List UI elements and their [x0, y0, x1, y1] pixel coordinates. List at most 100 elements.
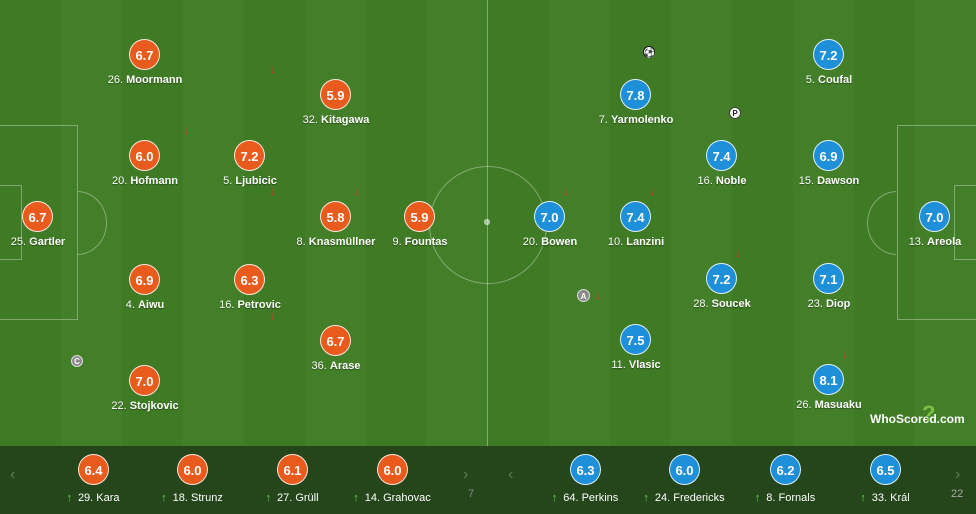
player-name: 4. Aiwu: [125, 299, 165, 311]
player-card[interactable]: ⚽ 7.8 7. Yarmolenko: [586, 46, 686, 134]
substitute-rating: 6.0: [177, 454, 208, 485]
player-rating: 5.9: [320, 79, 351, 110]
substitute-name: ↑64. Perkins: [551, 492, 619, 504]
substitute-rating: 6.0: [377, 454, 408, 485]
player-name: 8. Knasmüllner: [296, 236, 376, 248]
substitute-card[interactable]: 6.2 ↑8. Fornals: [735, 454, 835, 514]
substitute-rating: 6.3: [570, 454, 601, 485]
player-name: 15. Dawson: [798, 175, 860, 187]
bench-cutoff-text: 7: [468, 488, 475, 500]
player-name: 16. Petrovic: [219, 299, 281, 311]
player-rating: 6.3: [234, 264, 265, 295]
player-rating: 7.4: [706, 140, 737, 171]
player-card[interactable]: 6.9 4. Aiwu: [95, 263, 195, 319]
left-penalty-box: [0, 125, 78, 320]
player-rating: 7.0: [129, 365, 160, 396]
sub-off-arrow-icon: ↓: [649, 184, 655, 198]
sub-on-arrow-icon: ↑: [353, 492, 359, 504]
sub-off-arrow-icon: ↓: [563, 184, 569, 198]
player-rating: 7.2: [234, 140, 265, 171]
player-rating: 6.9: [813, 140, 844, 171]
substitute-card[interactable]: 6.0 ↑24. Fredericks: [634, 454, 734, 514]
substitute-rating: 6.5: [870, 454, 901, 485]
player-name: 25. Gartler: [10, 236, 66, 248]
player-card[interactable]: P 7.4 16. Noble: [672, 107, 772, 195]
player-name: 36. Arase: [311, 360, 361, 372]
substitute-card[interactable]: 6.1 ↑27. Grüll: [242, 454, 342, 514]
player-card[interactable]: C 7.0 22. Stojkovic: [71, 355, 195, 420]
player-name: 20. Hofmann: [111, 175, 179, 187]
center-spot: [484, 219, 490, 225]
sub-off-arrow-icon: ↓: [595, 288, 601, 302]
substitute-name: ↑27. Grüll: [265, 492, 319, 504]
player-name: 13. Areola: [908, 236, 962, 248]
sub-on-arrow-icon: ↑: [643, 492, 649, 504]
whoscored-logo: ? WhoScored.com: [870, 401, 965, 426]
player-rating: 7.2: [706, 263, 737, 294]
substitute-card[interactable]: 6.4 ↑29. Kara: [43, 454, 143, 514]
sub-on-arrow-icon: ↑: [551, 492, 558, 504]
sub-off-arrow-icon: ↓: [842, 347, 848, 361]
substitute-card[interactable]: 6.0 ↑18. Strunz: [142, 454, 242, 514]
substitute-name: ↑18. Strunz: [161, 492, 223, 504]
player-name: 10. Lanzini: [607, 236, 665, 248]
player-card[interactable]: ↓ 7.2 28. Soucek: [672, 247, 772, 318]
player-name: 5. Coufal: [805, 74, 853, 86]
player-card[interactable]: ↓ 5.9 9. Fountas: [354, 185, 470, 256]
player-rating: 6.7: [129, 39, 160, 70]
substitute-card[interactable]: 6.0 ↑14. Grahovac: [342, 454, 442, 514]
player-rating: 7.0: [534, 201, 565, 232]
sub-off-arrow-icon: ↓: [270, 308, 276, 322]
player-rating: 8.1: [813, 364, 844, 395]
player-name: 28. Soucek: [693, 298, 751, 310]
player-rating: 7.0: [919, 201, 950, 232]
player-name: 22. Stojkovic: [111, 400, 179, 412]
substitute-rating: 6.4: [78, 454, 109, 485]
player-name: 26. Masuaku: [796, 399, 862, 411]
player-rating: 7.2: [813, 39, 844, 70]
player-card[interactable]: 6.9 15. Dawson: [779, 139, 879, 195]
away-bench-prev-chevron-icon[interactable]: ‹: [508, 466, 514, 483]
sub-off-arrow-icon: ↓: [184, 123, 190, 137]
bench-cutoff-text: 22: [951, 488, 964, 500]
player-card[interactable]: 7.0 13. Areola: [885, 200, 976, 256]
away-bench-next-chevron-icon[interactable]: ›: [955, 466, 961, 483]
substitute-name: ↑29. Kara: [66, 492, 120, 504]
penalty-badge-icon: P: [729, 107, 741, 119]
captain-badge-icon: C: [71, 355, 83, 367]
home-bench-next-chevron-icon[interactable]: ›: [463, 466, 469, 483]
sub-on-arrow-icon: ↑: [265, 492, 271, 504]
player-card[interactable]: 7.1 23. Diop: [779, 262, 879, 318]
substitute-card[interactable]: 6.5 ↑33. Král: [835, 454, 935, 514]
player-card[interactable]: ↓ 6.7 36. Arase: [270, 309, 386, 380]
player-card[interactable]: ↓ 7.0 20. Bowen: [500, 185, 600, 256]
player-name: 11. Vlasic: [611, 359, 661, 371]
player-name: 32. Kitagawa: [302, 114, 370, 126]
player-card[interactable]: A ↓ 7.5 11. Vlasic: [577, 289, 686, 379]
player-card[interactable]: ↓ 8.1 26. Masuaku: [779, 348, 879, 419]
right-goal-box: [954, 185, 976, 260]
player-card[interactable]: ↓ 7.4 10. Lanzini: [586, 185, 686, 256]
player-card[interactable]: ↓ 7.2 5. Ljubicic: [184, 124, 300, 195]
sub-on-arrow-icon: ↑: [161, 492, 167, 504]
sub-on-arrow-icon: ↑: [860, 492, 866, 504]
player-rating: 5.8: [320, 201, 351, 232]
player-rating: 6.9: [129, 264, 160, 295]
substitute-name: ↑8. Fornals: [754, 492, 816, 504]
substitute-rating: 6.1: [277, 454, 308, 485]
player-name: 20. Bowen: [522, 236, 578, 248]
player-card[interactable]: 6.0 20. Hofmann: [95, 139, 195, 195]
right-penalty-box: [897, 125, 976, 320]
player-card[interactable]: 6.7 25. Gartler: [0, 200, 88, 256]
substitute-card[interactable]: 6.3 ↑64. Perkins: [535, 454, 635, 514]
player-rating: 6.7: [22, 201, 53, 232]
player-card[interactable]: 6.3 16. Petrovic: [200, 263, 300, 319]
player-card[interactable]: ↓ 5.8 8. Knasmüllner: [270, 185, 386, 256]
sub-on-arrow-icon: ↑: [66, 492, 72, 504]
player-card[interactable]: 6.7 26. Moormann: [95, 38, 195, 94]
player-card[interactable]: 7.2 5. Coufal: [779, 38, 879, 94]
player-card[interactable]: ↓ 5.9 32. Kitagawa: [270, 63, 386, 134]
sub-off-arrow-icon: ↓: [270, 184, 276, 198]
home-bench-prev-chevron-icon[interactable]: ‹: [10, 466, 16, 483]
substitute-name: ↑14. Grahovac: [353, 492, 431, 504]
